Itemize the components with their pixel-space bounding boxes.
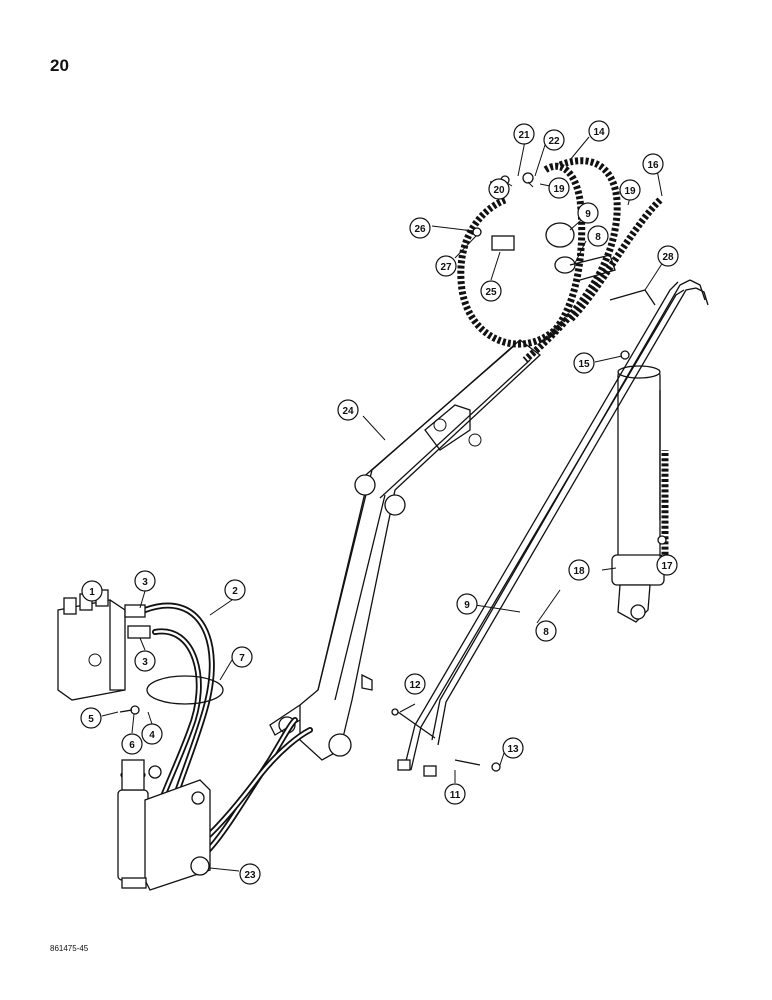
callout-8-lower: 8 [535, 620, 557, 642]
steel-tubes [404, 279, 709, 771]
callout-label-27: 27 [440, 262, 452, 273]
callout-4: 4 [141, 723, 163, 745]
callout-label-19a: 19 [553, 184, 565, 195]
callout-20: 20 [488, 178, 510, 200]
control-valve [57, 589, 151, 701]
callout-label-18: 18 [573, 566, 585, 577]
callout-label-4: 4 [149, 730, 155, 741]
callout-label-28: 28 [662, 252, 674, 263]
callout-label-11: 11 [450, 790, 461, 801]
callout-11: 11 [444, 783, 466, 805]
callout-25: 25 [480, 280, 502, 302]
swivel-housing [117, 759, 211, 891]
callout-3b: 3 [134, 650, 156, 672]
callout-label-26: 26 [414, 224, 426, 235]
callout-19a: 19 [548, 177, 570, 199]
callout-19b: 19 [619, 179, 641, 201]
callout-label-19b: 19 [624, 186, 636, 197]
callout-27: 27 [435, 255, 457, 277]
callout-13: 13 [502, 737, 524, 759]
callout-label-9-upper: 9 [585, 209, 591, 220]
callout-2: 2 [224, 579, 246, 601]
callout-3a: 3 [134, 570, 156, 592]
lift-cylinder [611, 365, 665, 623]
callout-label-25: 25 [485, 287, 497, 298]
callout-label-21: 21 [518, 130, 530, 141]
callout-label-6: 6 [129, 740, 135, 751]
callout-label-3a: 3 [142, 577, 148, 588]
callout-18: 18 [568, 559, 590, 581]
callout-label-23: 23 [244, 870, 256, 881]
callout-label-17: 17 [661, 561, 673, 572]
callout-21: 21 [513, 123, 535, 145]
callout-label-13: 13 [507, 744, 519, 755]
callout-label-24: 24 [342, 406, 354, 417]
callout-label-3b: 3 [142, 657, 148, 668]
callout-label-5: 5 [88, 714, 94, 725]
page-number: 20 [50, 56, 69, 75]
callout-5: 5 [80, 707, 102, 729]
callout-26: 26 [409, 217, 431, 239]
callout-24: 24 [337, 399, 359, 421]
callout-22: 22 [543, 129, 565, 151]
callout-9-lower: 9 [456, 593, 478, 615]
callout-label-15: 15 [578, 359, 590, 370]
callout-17: 17 [656, 554, 678, 576]
callout-label-9-lower: 9 [464, 600, 470, 611]
callout-label-1: 1 [89, 587, 95, 598]
callout-12: 12 [404, 673, 426, 695]
callout-label-16: 16 [647, 160, 659, 171]
callout-label-8-lower: 8 [543, 627, 549, 638]
callout-label-20: 20 [493, 185, 505, 196]
callout-label-8-upper: 8 [595, 232, 601, 243]
callout-15: 15 [573, 352, 595, 374]
figure-id: 861475-45 [50, 944, 89, 953]
callout-label-14: 14 [593, 127, 605, 138]
callout-8-upper: 8 [587, 225, 609, 247]
callout-label-12: 12 [409, 680, 421, 691]
callout-label-22: 22 [548, 136, 560, 147]
boom-arm [269, 339, 542, 761]
callout-1: 1 [81, 580, 103, 602]
callout-6: 6 [121, 733, 143, 755]
callout-7: 7 [231, 646, 253, 668]
callout-14: 14 [588, 120, 610, 142]
callout-label-7: 7 [239, 653, 245, 664]
callout-9-upper: 9 [577, 202, 599, 224]
callout-16: 16 [642, 153, 664, 175]
callout-23: 23 [239, 863, 261, 885]
leader-lines [91, 136, 668, 872]
callout-28: 28 [657, 245, 679, 267]
callout-label-2: 2 [232, 586, 238, 597]
